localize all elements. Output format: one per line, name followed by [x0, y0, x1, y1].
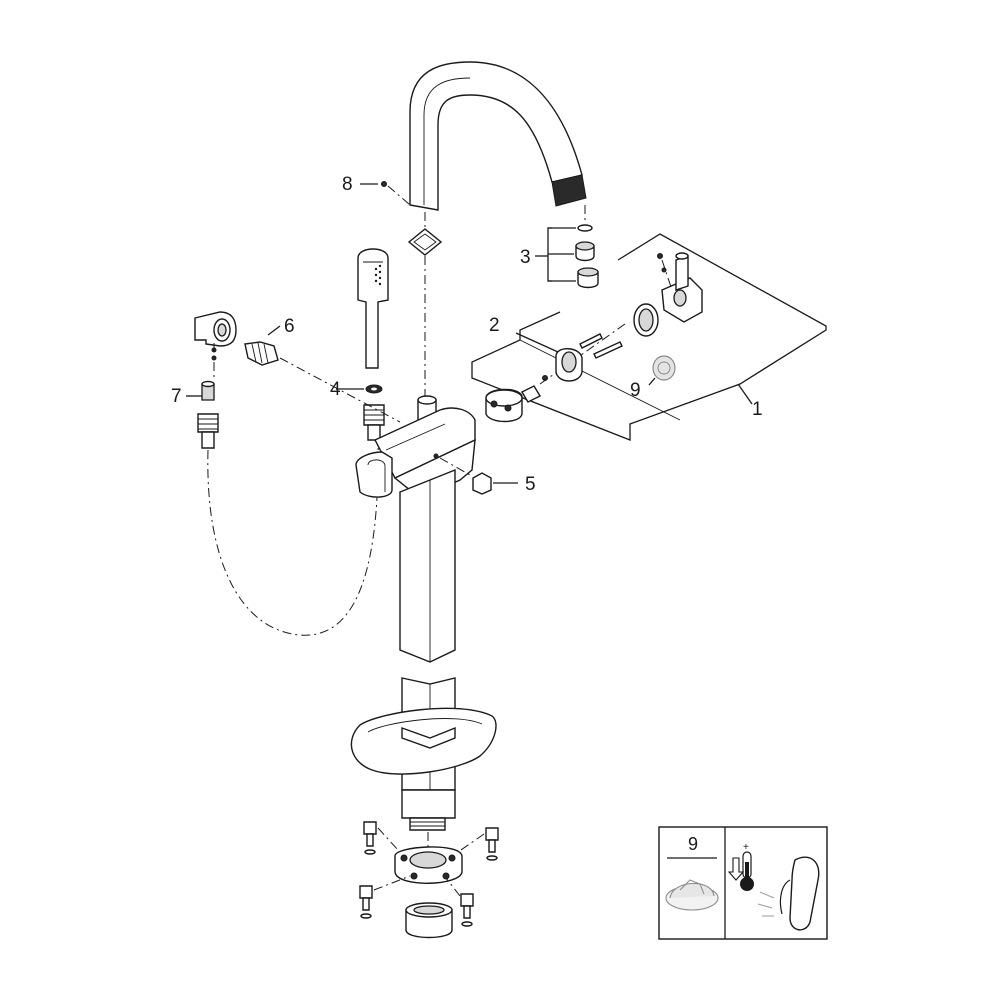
threaded-nut: [405, 902, 453, 939]
callout-9: 9: [630, 380, 641, 401]
spout: [409, 61, 587, 211]
hand-shower: [357, 248, 389, 369]
cover-ring: [633, 303, 659, 337]
callout-6: 6: [284, 316, 295, 337]
callout-3: 3: [520, 247, 531, 268]
part-2-cartridge-nut: [515, 332, 623, 382]
screw-tl: [363, 821, 399, 855]
part-5-plug: [439, 457, 518, 495]
part-3-aerator-set: [535, 205, 599, 289]
base-screws: [359, 821, 499, 927]
callout-2: 2: [489, 315, 500, 336]
callout-1: 1: [752, 399, 763, 420]
part-7-nut: [186, 380, 219, 449]
part-1-frame: [471, 233, 827, 441]
svg-text:+: +: [743, 842, 749, 853]
thermometer-icon: +: [740, 842, 754, 891]
mounting-flange: [394, 846, 463, 884]
mixer-body: [355, 395, 476, 663]
spout-gasket: [407, 212, 443, 398]
column-base: [401, 789, 456, 852]
down-arrow-icon: [727, 857, 745, 881]
part-6-elbow: [194, 311, 401, 423]
lever-handle: [657, 252, 703, 323]
floor-rosette: [350, 707, 497, 775]
part-9-indicator-cap: [648, 355, 676, 386]
callout-8: 8: [342, 174, 353, 195]
inset-part-number: 9: [688, 834, 698, 854]
callout-7: 7: [171, 386, 182, 407]
callout-5: 5: [525, 474, 536, 495]
part-8-grub-screw: [360, 181, 411, 206]
screw-tr: [457, 827, 499, 861]
inset-cap-drawing: [665, 879, 719, 911]
cartridge: [485, 323, 626, 423]
inset-panel: 9 +: [658, 826, 828, 940]
shower-hose: [207, 439, 379, 636]
callout-4: 4: [330, 379, 341, 400]
inset-lever-drawing: [757, 856, 820, 931]
part-4-washer-nut: [336, 384, 385, 441]
screw-bl: [359, 875, 411, 919]
shower-face-dots: [374, 264, 382, 286]
screw-br: [445, 877, 474, 927]
